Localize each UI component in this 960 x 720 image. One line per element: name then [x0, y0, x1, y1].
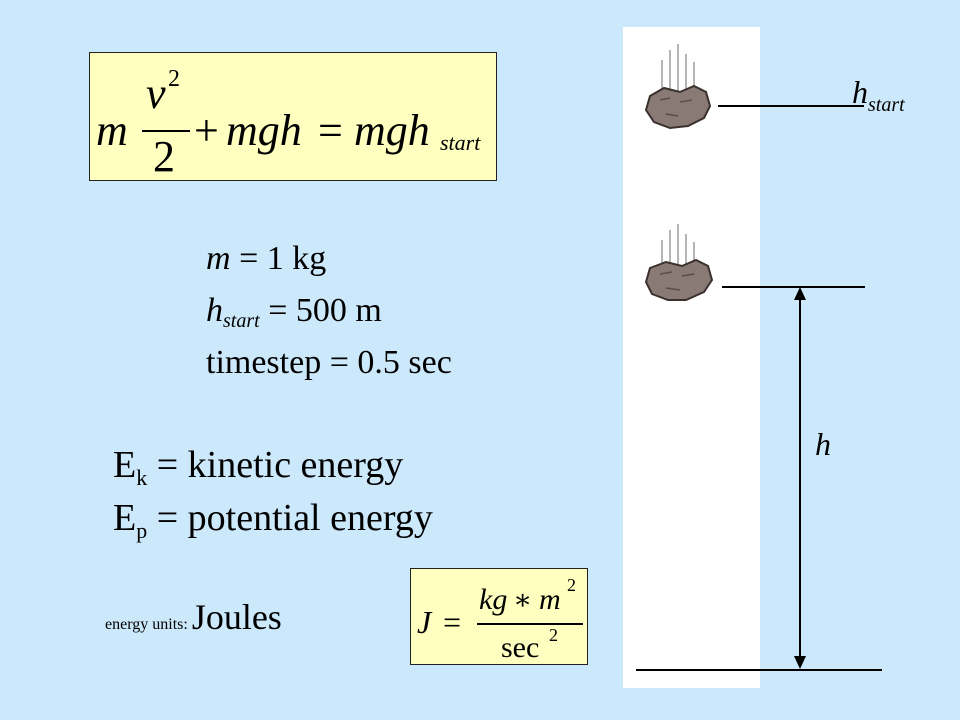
eq-velocity-exponent: 2	[168, 66, 180, 92]
start-height-line	[718, 105, 864, 107]
def-kinetic-energy: Ek = kinetic energy	[113, 444, 404, 489]
eq-velocity: v	[146, 69, 166, 118]
joule-sec: sec	[501, 631, 539, 664]
eq-mass: m	[96, 106, 128, 155]
def-ek-symbol: E	[113, 444, 137, 486]
joule-formula-box: J = kg ∗ m 2 sec 2	[410, 568, 588, 665]
param-hstart-symbol: h	[206, 292, 223, 329]
eq-equals: =	[318, 106, 343, 155]
def-ep-subscript: p	[136, 518, 148, 543]
height-arrow	[794, 287, 806, 669]
def-ep-symbol: E	[113, 497, 137, 539]
def-ek-text: = kinetic energy	[147, 444, 404, 486]
eq-plus: +	[194, 106, 219, 155]
joule-lhs: J	[417, 604, 433, 640]
energy-units-label: energy units:	[105, 616, 192, 633]
joule-sec-exponent: 2	[549, 625, 558, 645]
joule-m: m	[539, 583, 561, 616]
def-potential-energy: Ep = potential energy	[113, 497, 433, 542]
hstart-label-subscript: start	[868, 94, 905, 116]
hstart-label-symbol: h	[852, 74, 868, 110]
joule-times: ∗	[513, 585, 532, 616]
drop-column-panel	[623, 27, 760, 688]
param-hstart-subscript: start	[223, 310, 260, 332]
hstart-label: hstart	[852, 74, 905, 115]
current-height-line	[722, 286, 865, 288]
param-mass-symbol: m	[206, 240, 231, 277]
energy-equation-box: m v 2 2 + mgh = mgh start	[89, 52, 497, 181]
eq-subscript-start: start	[440, 130, 481, 155]
param-mass: m = 1 kg	[206, 242, 326, 276]
rock-icon	[644, 44, 712, 130]
energy-units-name: Joules	[191, 597, 282, 637]
joule-kg: kg	[479, 583, 507, 616]
def-ek-subscript: k	[136, 465, 148, 490]
joule-equals: =	[443, 604, 461, 640]
joule-m-exponent: 2	[567, 575, 576, 595]
param-mass-value: = 1 kg	[230, 240, 327, 277]
param-timestep: timestep = 0.5 sec	[206, 344, 452, 381]
energy-units: energy units: Joules	[105, 596, 282, 638]
rock-icon	[644, 224, 714, 301]
def-ep-text: = potential energy	[147, 497, 433, 539]
ground-line	[636, 669, 882, 671]
param-hstart: hstart = 500 m	[206, 292, 382, 332]
height-label: h	[815, 426, 831, 462]
eq-denominator: 2	[153, 132, 175, 181]
param-hstart-value: = 500 m	[259, 292, 382, 329]
eq-mgh-start: mgh	[354, 106, 430, 155]
energy-equation: m v 2 2 + mgh = mgh start	[96, 66, 481, 181]
eq-mgh: mgh	[226, 106, 302, 155]
joule-formula: J = kg ∗ m 2 sec 2	[417, 575, 583, 664]
